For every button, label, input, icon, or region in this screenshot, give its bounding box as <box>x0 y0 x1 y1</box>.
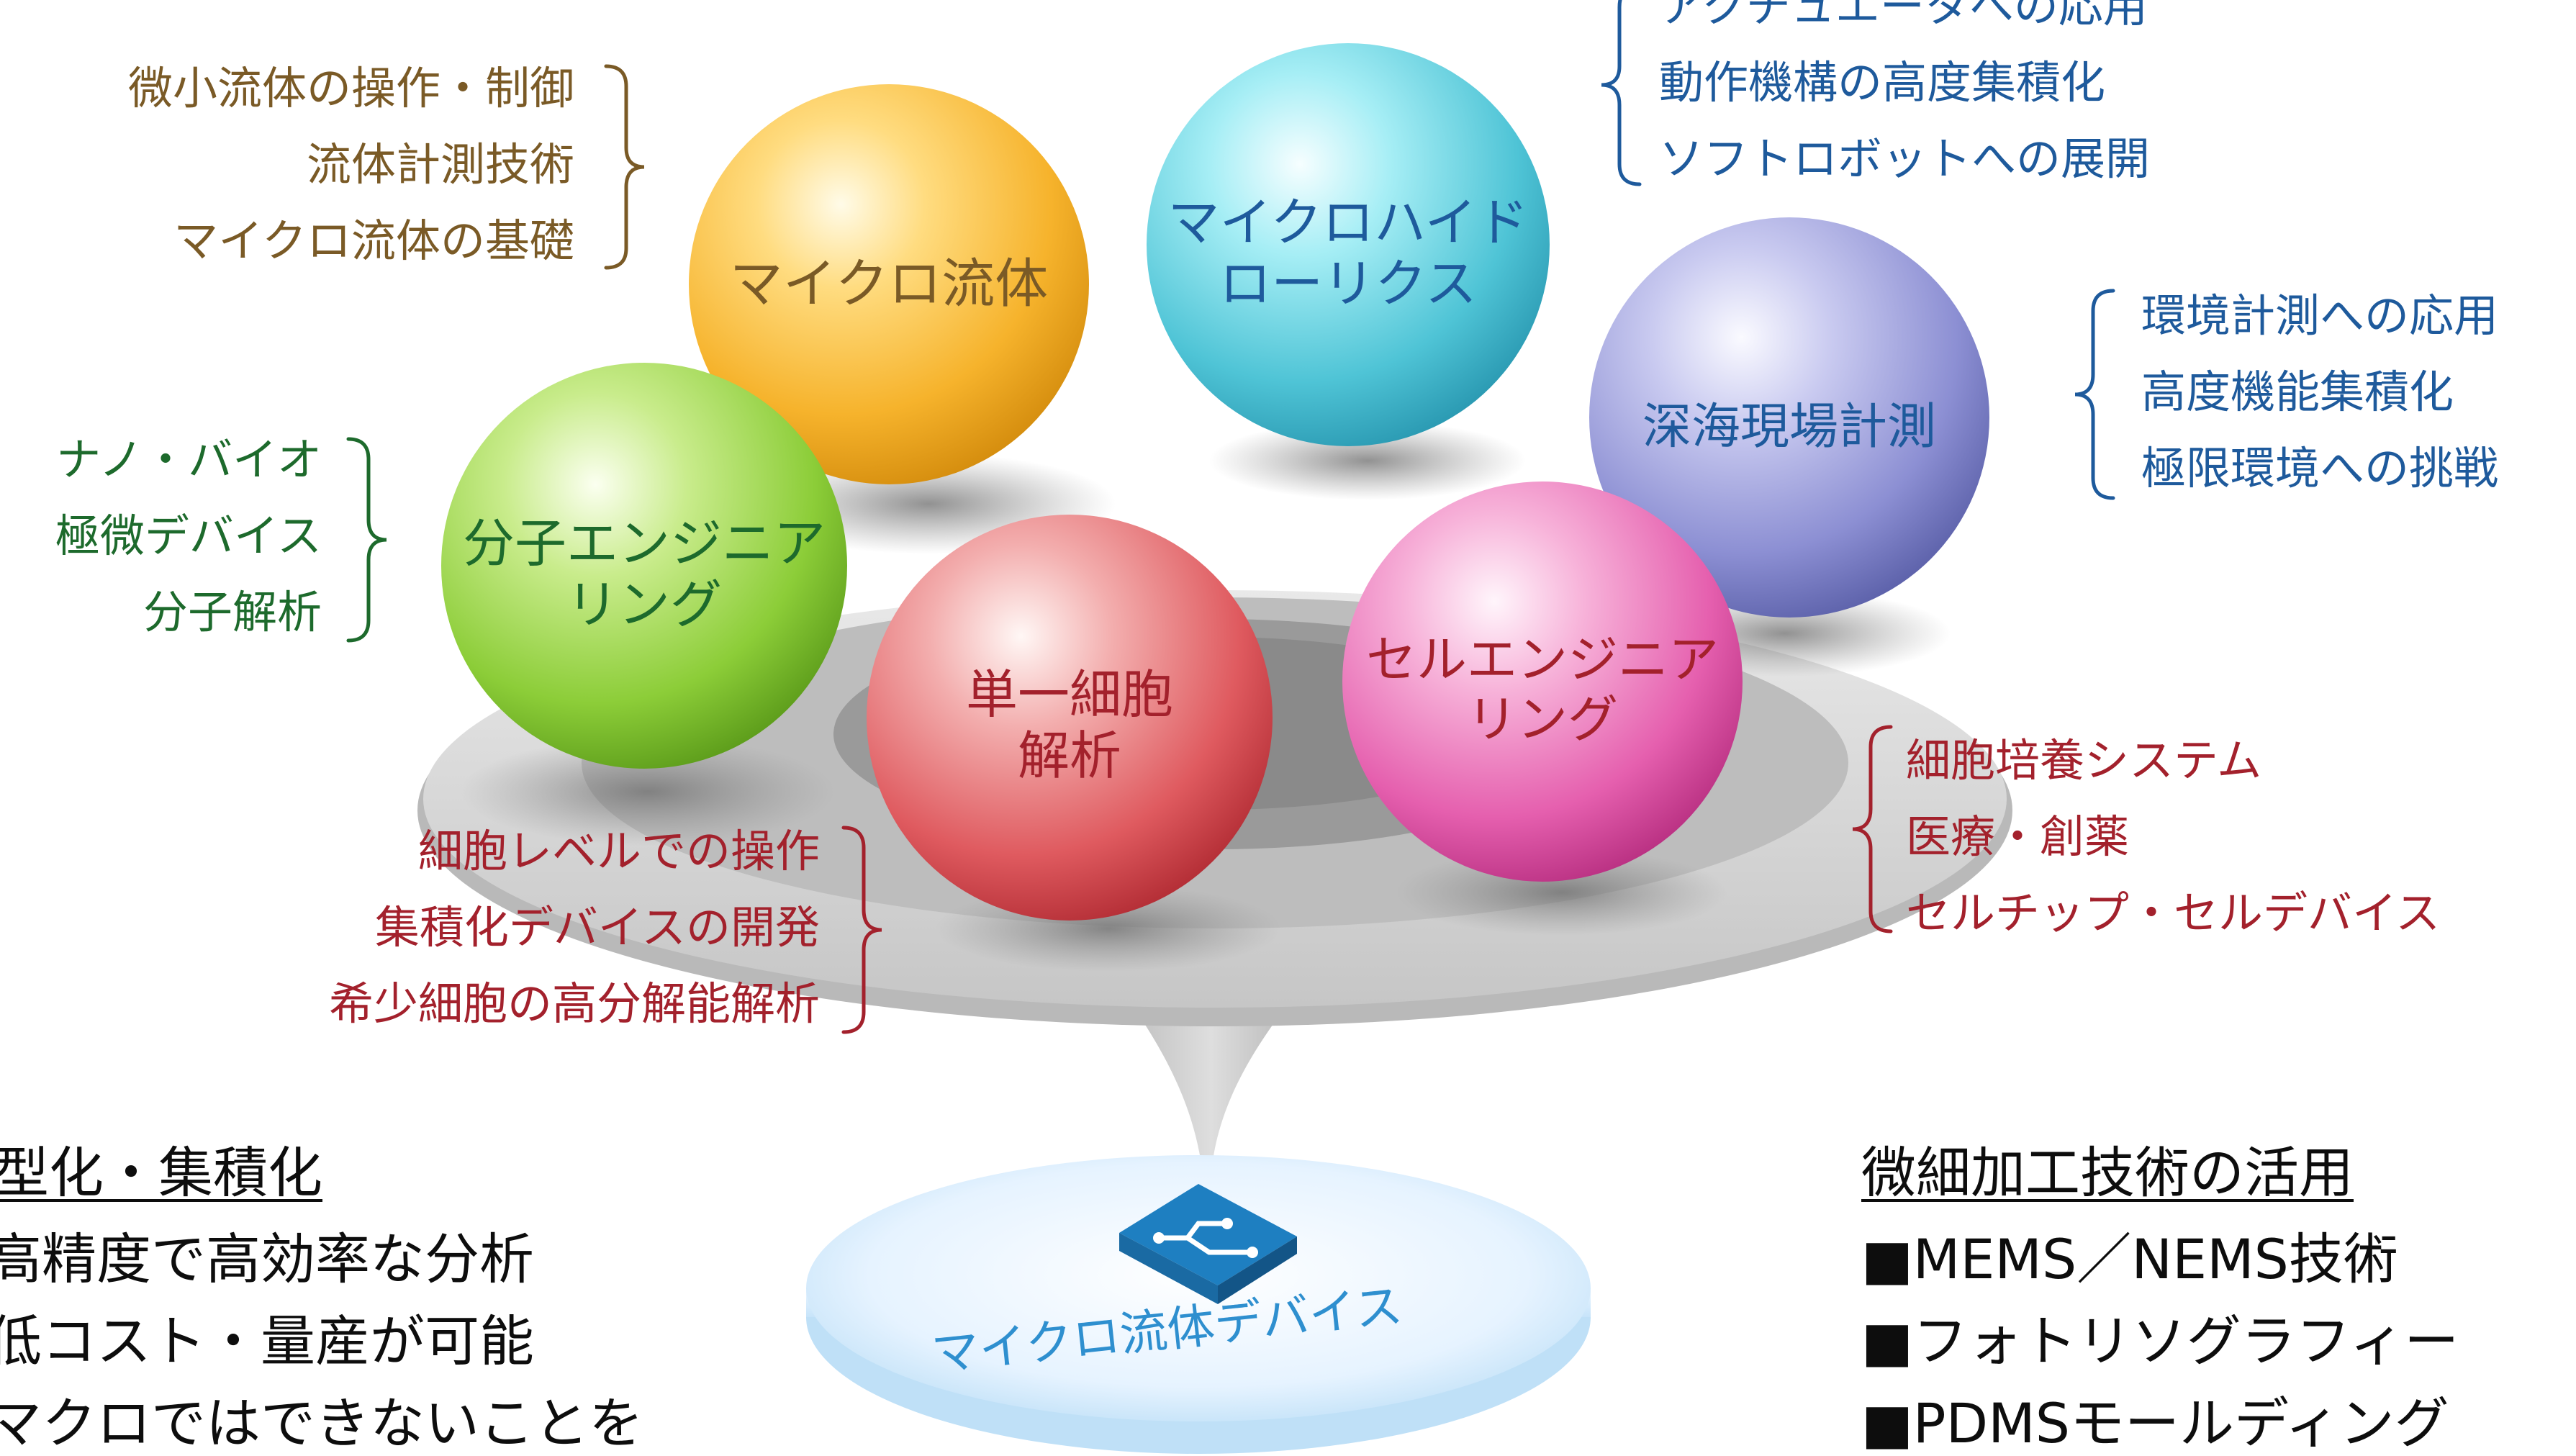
sphere-label-cell-eng: セルエンジニア リング <box>1366 630 1719 749</box>
sphere-label-line: ローリクス <box>1219 253 1477 314</box>
right-block-item: ■MEMS／NEMS技術 <box>1861 1227 2398 1291</box>
sphere-deepsea <box>1589 217 1989 618</box>
chip-icon <box>1119 1184 1297 1304</box>
left-block-item: マクロではできないことを <box>0 1391 643 1455</box>
sphere-label-line: マイクロハイド <box>1167 192 1529 253</box>
right-block-heading: 微細加工技術の活用 <box>1861 1141 2354 1205</box>
brace-hydraulics <box>1601 0 1642 186</box>
note-single-cell-2: 集積化デバイスの開発 <box>374 901 820 954</box>
sphere-label-line: リング <box>566 574 723 635</box>
brace-cell-eng <box>1852 725 1893 933</box>
left-block-item: 高精度で高効率な分析 <box>0 1227 534 1291</box>
sphere-label-hydraulics: マイクロハイド ローリクス <box>1167 192 1528 315</box>
sphere-cell-eng <box>1342 481 1743 882</box>
right-block-item: ■PDMSモールディング <box>1861 1391 2449 1455</box>
note-molecular-1: ナノ・バイオ <box>56 433 322 486</box>
note-molecular-3: 分子解析 <box>143 586 322 638</box>
note-deepsea-1: 環境計測への応用 <box>2141 289 2499 342</box>
left-block-heading: 型化・集積化 <box>0 1141 322 1205</box>
note-deepsea-3: 極限環境への挑戦 <box>2141 442 2499 494</box>
sphere-molecular <box>441 363 847 769</box>
left-block-item: 低コスト・量産が可能 <box>0 1309 534 1373</box>
sphere-label-line: セルエンジニア <box>1366 630 1719 689</box>
brace-microfluidics <box>604 64 645 270</box>
sphere-microfluidics <box>689 84 1089 484</box>
shadow-hydraulics <box>1209 421 1526 500</box>
note-cell-eng-2: 医療・創薬 <box>1906 810 2130 863</box>
sphere-label-line: 解析 <box>1017 725 1122 786</box>
note-molecular-2: 極微デバイス <box>55 510 322 562</box>
brace-molecular <box>346 437 387 643</box>
shadow-molecular <box>461 738 835 846</box>
sphere-label-microfluidics: マイクロ流体 <box>729 253 1049 315</box>
note-hydraulics-2: 動作機構の高度集積化 <box>1659 56 2106 109</box>
brace-single-cell <box>841 826 882 1034</box>
note-single-cell-1: 細胞レベルでの操作 <box>417 825 820 877</box>
right-block-item: ■フォトリソグラフィー <box>1861 1309 2459 1373</box>
note-cell-eng-1: 細胞培養システム <box>1906 734 2262 787</box>
sphere-label-single-cell: 単一細胞 解析 <box>966 664 1173 787</box>
note-single-cell-3: 希少細胞の高分解能解析 <box>328 977 820 1030</box>
note-cell-eng-3: セルチップ・セルデバイス <box>1906 887 2441 939</box>
note-deepsea-2: 高度機能集積化 <box>2141 366 2454 418</box>
note-hydraulics-3: ソフトロボットへの展開 <box>1659 132 2151 185</box>
sphere-label-deepsea: 深海現場計測 <box>1642 398 1937 456</box>
sphere-label-line: 単一細胞 <box>965 664 1174 725</box>
note-microfluidics-2: 流体計測技術 <box>306 138 574 191</box>
sphere-hydraulics <box>1147 43 1550 446</box>
brace-deepsea <box>2074 289 2115 500</box>
sphere-single-cell <box>867 515 1273 921</box>
note-hydraulics-1: アクチュエータへの応用 <box>1659 0 2148 32</box>
note-microfluidics-3: マイクロ流体の基礎 <box>173 214 574 267</box>
sphere-label-line: リング <box>1467 689 1618 749</box>
sphere-label-molecular: 分子エンジニア リング <box>463 513 826 636</box>
note-microfluidics-1: 微小流体の操作・制御 <box>127 62 574 114</box>
sphere-label-line: 分子エンジニア <box>462 513 826 574</box>
